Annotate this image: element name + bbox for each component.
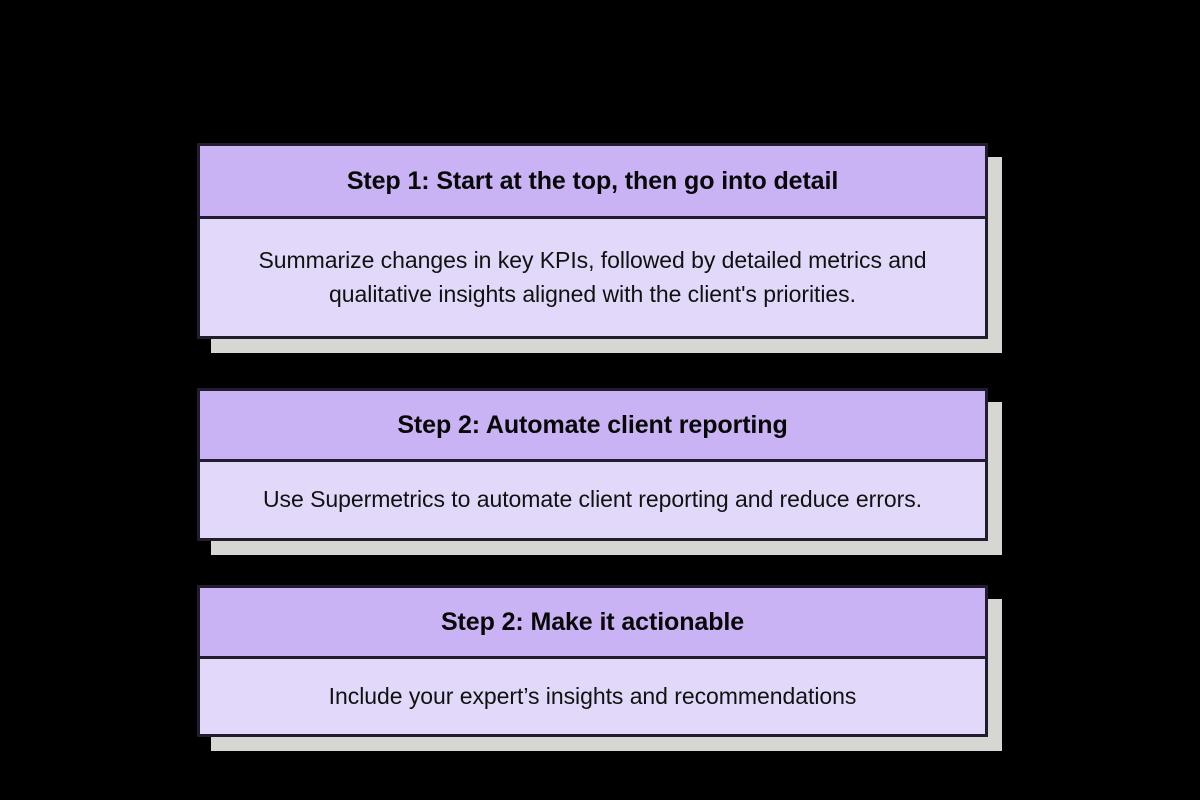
card-header-title: Step 2: Automate client reporting xyxy=(397,411,788,439)
card-frame: Step 2: Make it actionable Include your … xyxy=(197,585,988,737)
step-card-3: Step 2: Make it actionable Include your … xyxy=(197,585,1002,751)
card-header-title: Step 1: Start at the top, then go into d… xyxy=(346,167,839,195)
card-header: Step 2: Make it actionable xyxy=(200,588,985,659)
card-frame: Step 2: Automate client reporting Use Su… xyxy=(197,388,988,541)
card-body: Summarize changes in key KPIs, followed … xyxy=(200,219,985,336)
card-header-title: Step 2: Make it actionable xyxy=(440,608,745,636)
card-body: Include your expert’s insights and recom… xyxy=(200,659,985,734)
card-header: Step 2: Automate client reporting xyxy=(200,391,985,462)
step-card-2: Step 2: Automate client reporting Use Su… xyxy=(197,388,1002,555)
card-header: Step 1: Start at the top, then go into d… xyxy=(200,146,985,219)
step-card-1: Step 1: Start at the top, then go into d… xyxy=(197,143,1002,353)
card-frame: Step 1: Start at the top, then go into d… xyxy=(197,143,988,339)
card-body-text: Summarize changes in key KPIs, followed … xyxy=(258,246,927,307)
card-body-text: Include your expert’s insights and recom… xyxy=(328,682,857,709)
card-body: Use Supermetrics to automate client repo… xyxy=(200,462,985,538)
card-body-text: Use Supermetrics to automate client repo… xyxy=(262,486,922,513)
